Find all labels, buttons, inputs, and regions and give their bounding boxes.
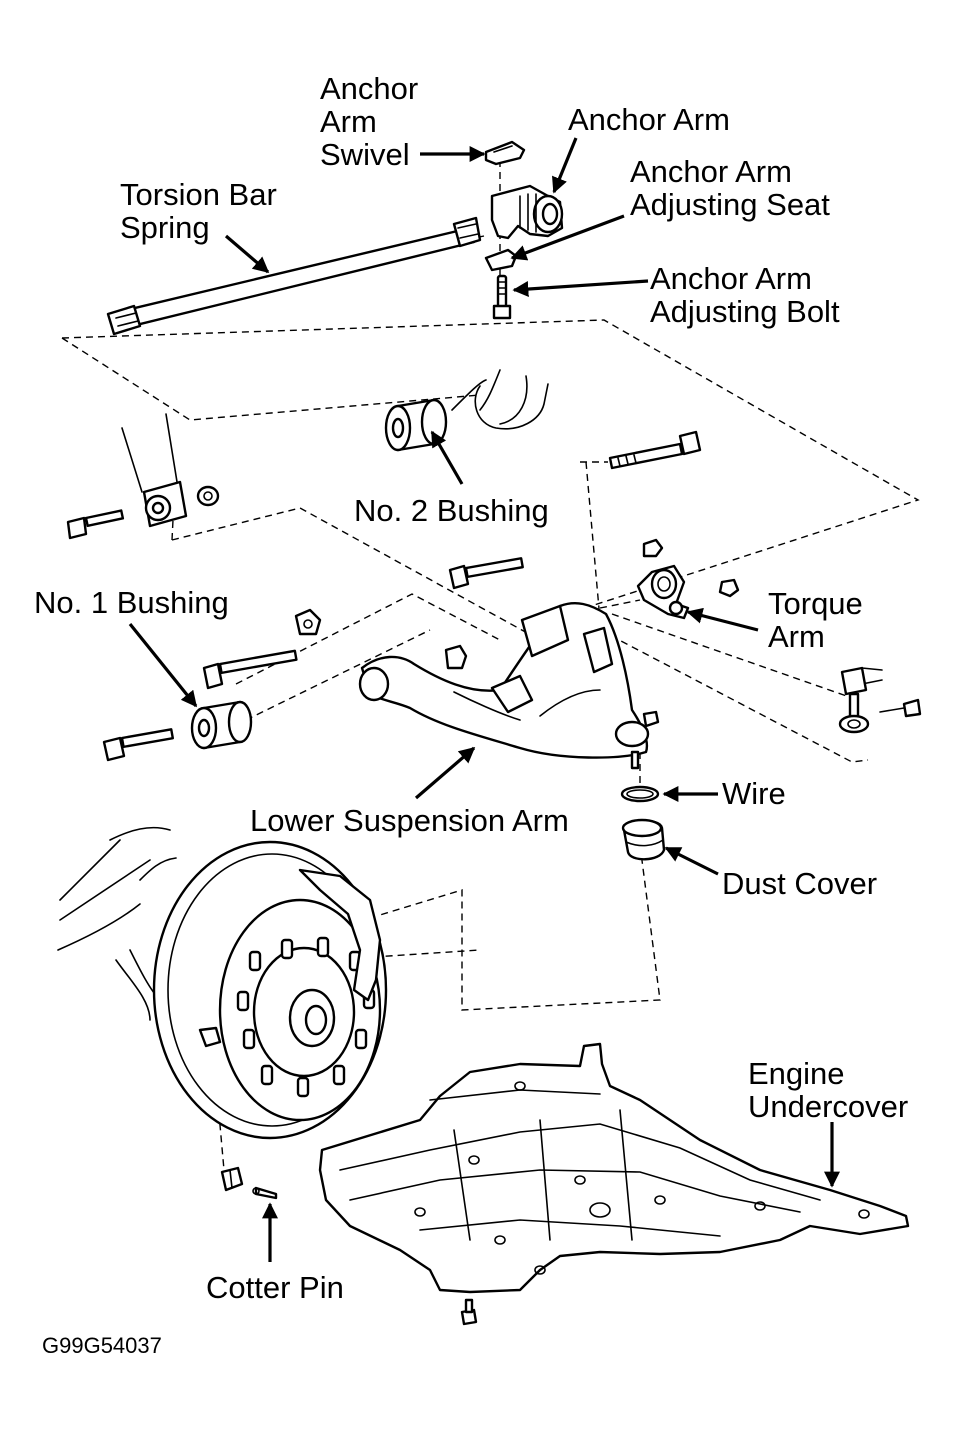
label-anchor-arm-swivel-1: Anchor xyxy=(320,71,418,106)
stabilizer-link-part xyxy=(838,666,922,734)
label-torsion-bar-spring-1: Torsion Bar xyxy=(120,177,277,212)
label-anchor-arm: Anchor Arm xyxy=(568,102,730,137)
long-bolt-upper xyxy=(608,430,702,470)
frame-bracket-outline xyxy=(451,369,549,430)
part-labels: Anchor Arm Swivel Anchor Arm Anchor Arm … xyxy=(34,71,908,1358)
leader-arrows xyxy=(128,137,840,1262)
anchor-arm-swivel-part xyxy=(484,140,526,166)
label-anchor-arm-adjusting-bolt-2: Adjusting Bolt xyxy=(650,294,840,329)
label-torque-arm-2: Arm xyxy=(768,619,825,654)
cotter-pin-part xyxy=(252,1186,278,1200)
wire-part xyxy=(620,785,660,803)
torque-arm-part xyxy=(636,538,740,620)
brake-disc-hub-assembly xyxy=(57,826,388,1140)
label-anchor-arm-swivel-2: Arm xyxy=(320,104,377,139)
torsion-bar-spring xyxy=(106,216,482,336)
label-no1-bushing: No. 1 Bushing xyxy=(34,585,229,620)
label-dust-cover: Dust Cover xyxy=(722,866,877,901)
anchor-arm-adjusting-bolt-part xyxy=(492,274,512,320)
anchor-arm-part xyxy=(490,184,564,240)
label-torque-arm-1: Torque xyxy=(768,586,863,621)
label-anchor-arm-adjusting-seat-2: Adjusting Seat xyxy=(630,187,830,222)
arm-fasteners xyxy=(102,557,524,762)
label-torsion-bar-spring-2: Spring xyxy=(120,210,210,245)
engine-undercover-part xyxy=(318,1042,910,1326)
label-anchor-arm-adjusting-seat-1: Anchor Arm xyxy=(630,154,792,189)
label-engine-undercover-1: Engine xyxy=(748,1056,845,1091)
label-no2-bushing: No. 2 Bushing xyxy=(354,493,549,528)
castle-nut-part xyxy=(220,1166,244,1192)
label-lower-suspension-arm: Lower Suspension Arm xyxy=(250,803,569,838)
label-cotter-pin: Cotter Pin xyxy=(206,1270,344,1305)
dust-cover-part xyxy=(621,818,666,861)
no1-bushing-part xyxy=(190,700,253,750)
figure-code: G99G54037 xyxy=(42,1333,162,1358)
anchor-arm-adjusting-seat-part xyxy=(484,248,518,272)
no2-bushing-part xyxy=(384,398,448,452)
label-engine-undercover-2: Undercover xyxy=(748,1089,908,1124)
label-wire: Wire xyxy=(722,776,786,811)
label-anchor-arm-adjusting-bolt-1: Anchor Arm xyxy=(650,261,812,296)
lower-suspension-arm-part xyxy=(358,602,660,770)
shock-absorber-part xyxy=(66,413,220,540)
label-anchor-arm-swivel-3: Swivel xyxy=(320,137,410,172)
disc-vent-slots xyxy=(236,936,376,1098)
